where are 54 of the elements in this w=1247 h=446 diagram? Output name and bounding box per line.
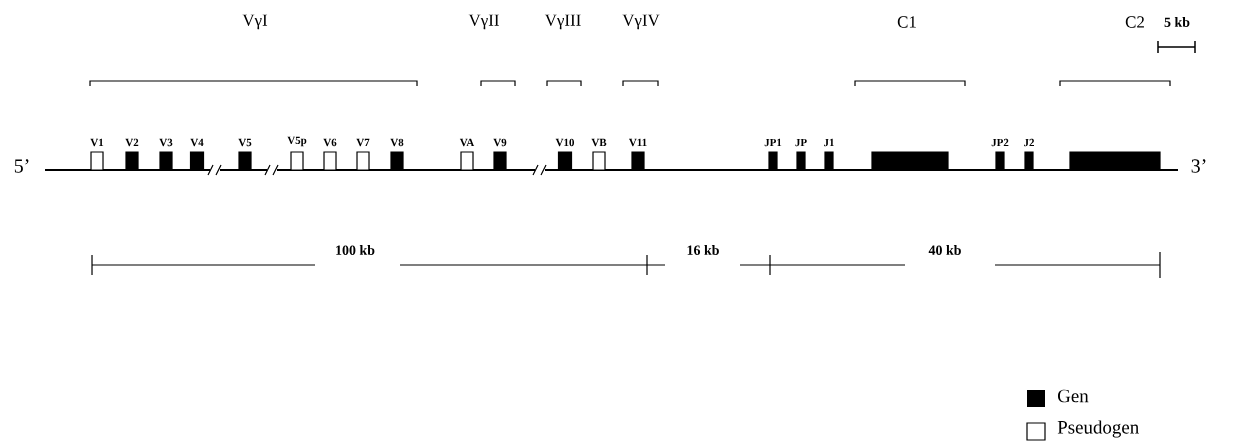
gene-box: V1 (90, 138, 104, 171)
gene-box: V6 (323, 138, 337, 171)
node-label: V11 (629, 138, 647, 147)
node-label: J2 (1024, 138, 1034, 147)
gene-box (1069, 151, 1161, 171)
node-label: VA (459, 138, 475, 147)
gene-box: VB (591, 138, 607, 171)
node-label: V4 (190, 138, 204, 147)
node-label: V1 (90, 138, 104, 147)
gene-box: JP1 (764, 138, 782, 171)
gene-box: V10 (555, 138, 574, 171)
length-label: 40 kb (928, 245, 961, 255)
gene-box: V7 (356, 138, 370, 171)
gene-box: V2 (125, 138, 139, 171)
node-label: V5p (287, 136, 307, 147)
legend-label: Pseudogen (1057, 420, 1139, 438)
node-label: JP2 (991, 138, 1009, 147)
legend-label: Gen (1058, 389, 1089, 403)
node-label: J1 (824, 138, 834, 147)
group-label: VγIV (622, 14, 660, 30)
end-label: 5’ (14, 159, 29, 173)
node-label: V9 (493, 138, 507, 147)
node-label: V7 (356, 138, 370, 147)
node-label: V8 (390, 138, 404, 147)
group-label: VγII (468, 14, 499, 30)
node-label: V10 (555, 138, 575, 147)
gene-box: V8 (390, 138, 404, 171)
node-label: V2 (125, 138, 139, 147)
group-label: VγI (242, 14, 268, 30)
group-label: C2 (1125, 16, 1144, 28)
scale-label: 5 kb (1164, 17, 1190, 27)
node-label: JP1 (764, 138, 782, 147)
gene-box: VA (459, 138, 475, 171)
gene-box: JP2 (991, 138, 1009, 171)
gene-box: V4 (189, 138, 205, 171)
gene-box: V5 (238, 138, 252, 171)
node-label: V6 (323, 138, 337, 147)
length-label: 16 kb (687, 245, 719, 255)
gene-box: J2 (1024, 138, 1034, 171)
node-label: VB (591, 138, 607, 147)
gene-box: V11 (629, 138, 647, 171)
gene-box: V5p (287, 136, 307, 171)
gene-box: J1 (824, 138, 834, 171)
node-label: JP (795, 138, 807, 147)
group-label: VγIII (544, 14, 581, 30)
length-label: 100 kb (336, 245, 375, 255)
end-label: 3’ (1191, 159, 1206, 173)
gene-box: JP (795, 138, 807, 171)
node-label: V5 (238, 138, 252, 147)
gene-box (871, 151, 949, 171)
node-label: V3 (159, 138, 173, 147)
gene-box: V3 (159, 138, 173, 171)
group-label: C1 (897, 16, 916, 28)
gene-box: V9 (493, 138, 507, 171)
